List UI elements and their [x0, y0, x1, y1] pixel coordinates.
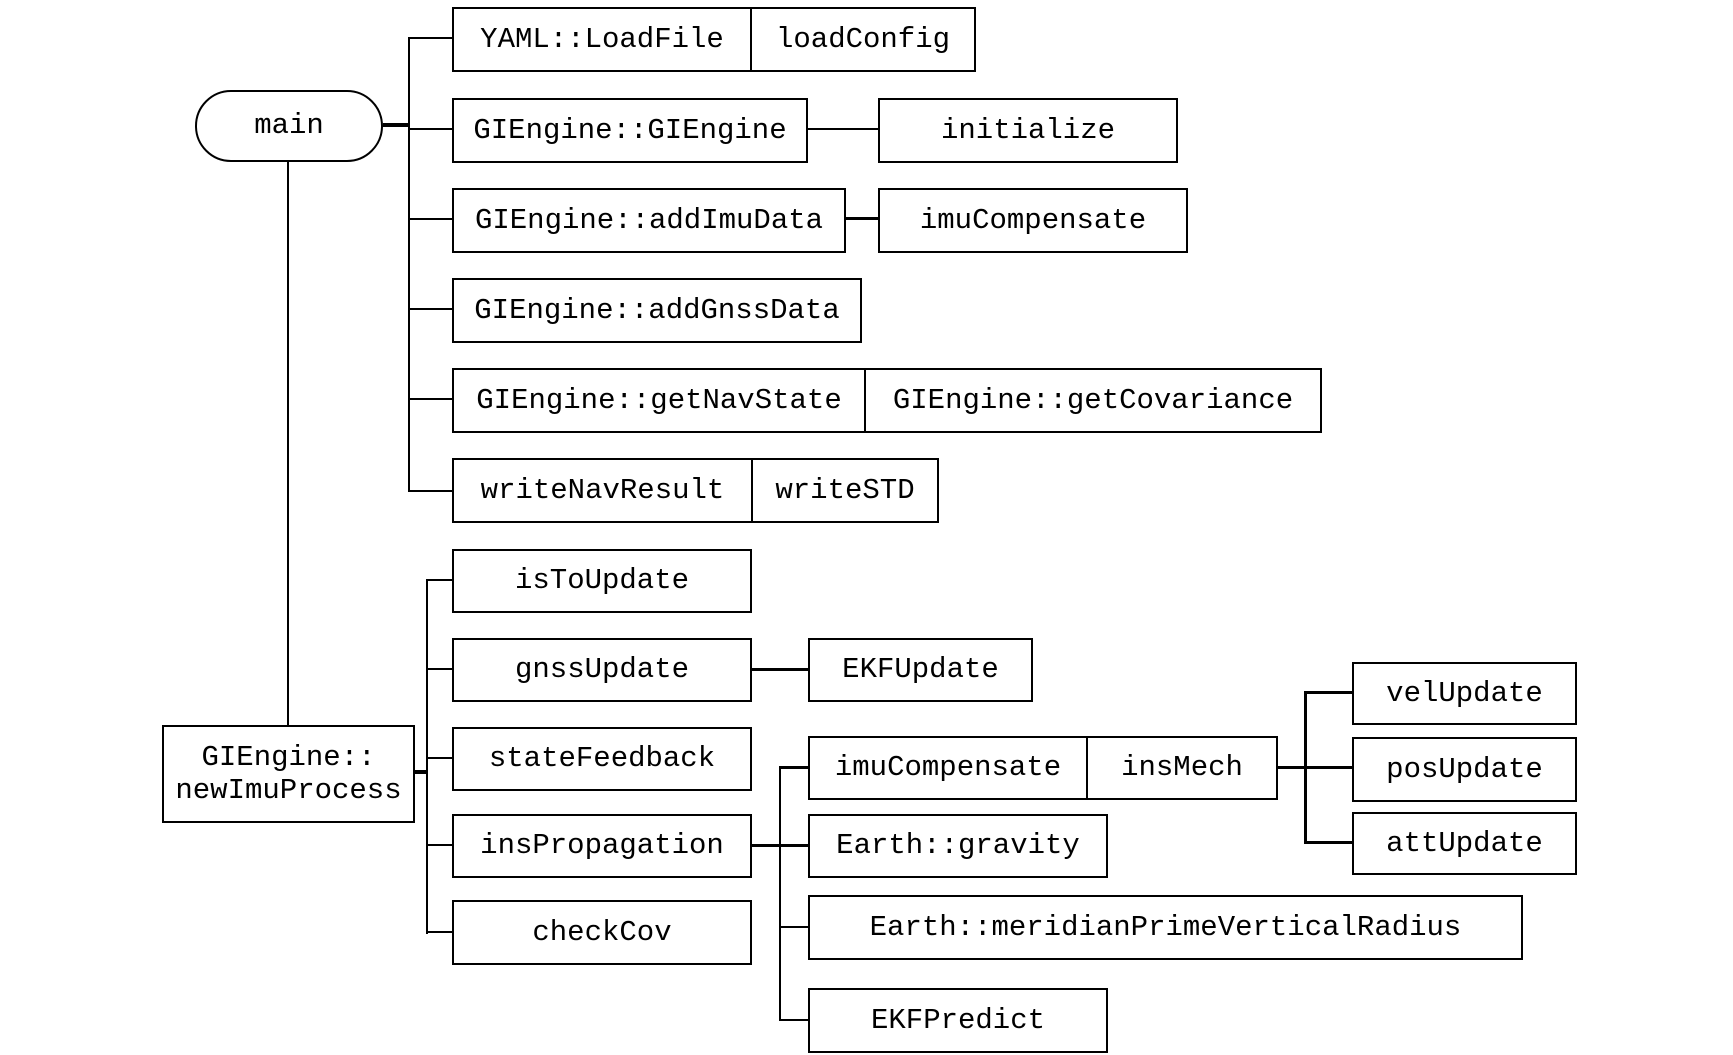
node-check-cov: checkCov: [452, 900, 752, 965]
connector-insprop-to-subspine: [752, 844, 810, 847]
node-add-gnss-data-label: GIEngine::addGnssData: [474, 293, 840, 327]
node-att-update: attUpdate: [1352, 812, 1577, 875]
connector-addimu-imucompensate: [844, 217, 880, 220]
node-write-std-label: writeSTD: [775, 473, 915, 507]
node-main: main: [195, 90, 383, 162]
connector-stub-attupdate: [1304, 841, 1352, 844]
node-gnss-update: gnssUpdate: [452, 638, 752, 702]
connector-stub-istoupdate: [426, 579, 452, 581]
node-write-nav-result-label: writeNavResult: [480, 473, 725, 507]
connector-stub-get-nav: [408, 398, 452, 400]
connector-ctor-initialize: [806, 128, 878, 130]
node-att-update-label: attUpdate: [1386, 826, 1543, 860]
node-ekf-update-label: EKFUpdate: [842, 653, 999, 687]
node-yaml-loadfile-label: YAML::LoadFile: [480, 22, 724, 56]
connector-main-to-spine: [383, 123, 410, 127]
connector-insprop-children-spine: [779, 767, 781, 1021]
node-add-gnss-data: GIEngine::addGnssData: [452, 278, 862, 343]
connector-stub-statefeedback: [426, 757, 452, 759]
node-imu-compensate-main: imuCompensate: [878, 188, 1188, 253]
node-get-covariance-label: GIEngine::getCovariance: [892, 383, 1294, 417]
node-get-nav-state: GIEngine::getNavState: [452, 368, 866, 433]
node-ekf-predict: EKFPredict: [808, 988, 1108, 1053]
node-giengine-constructor-label: GIEngine::GIEngine: [473, 113, 787, 147]
node-add-imu-data-label: GIEngine::addImuData: [474, 203, 824, 237]
node-new-imu-process: GIEngine:: newImuProcess: [162, 725, 415, 823]
node-get-nav-state-label: GIEngine::getNavState: [476, 383, 842, 417]
node-check-cov-label: checkCov: [532, 915, 672, 949]
node-state-feedback: stateFeedback: [452, 727, 752, 791]
node-ekf-update: EKFUpdate: [808, 638, 1033, 702]
connector-newimu-to-spine: [415, 770, 428, 774]
connector-stub-meridian: [779, 926, 808, 928]
node-imu-compensate-main-label: imuCompensate: [919, 203, 1147, 237]
connector-stub-inspropagation: [426, 844, 452, 846]
node-state-feedback-label: stateFeedback: [488, 742, 716, 776]
connector-stub-checkcov: [426, 931, 452, 933]
node-gnss-update-label: gnssUpdate: [514, 653, 690, 687]
connector-insmech-children-spine: [1304, 692, 1307, 843]
node-imu-compensate-ins-label: imuCompensate: [834, 751, 1062, 785]
node-write-std: writeSTD: [751, 458, 939, 523]
connector-stub-add-imu: [408, 218, 452, 220]
node-ins-propagation: insPropagation: [452, 814, 752, 878]
node-earth-meridian-label: Earth::meridianPrimeVerticalRadius: [869, 910, 1462, 944]
connector-gnss-ekfupdate: [752, 668, 808, 671]
node-giengine-constructor: GIEngine::GIEngine: [452, 98, 808, 163]
connector-stub-gnssupdate: [426, 668, 452, 670]
node-write-nav-result: writeNavResult: [452, 458, 753, 523]
node-pos-update: posUpdate: [1352, 737, 1577, 802]
node-vel-update-label: velUpdate: [1386, 676, 1543, 710]
node-initialize: initialize: [878, 98, 1178, 163]
node-load-config: loadConfig: [750, 7, 976, 72]
node-is-to-update-label: isToUpdate: [514, 564, 690, 598]
node-new-imu-process-label-line1: GIEngine::: [201, 740, 376, 774]
node-main-label: main: [254, 109, 324, 143]
connector-stub-add-gnss: [408, 308, 452, 310]
node-new-imu-process-label-line2: newImuProcess: [175, 774, 402, 807]
node-add-imu-data: GIEngine::addImuData: [452, 188, 846, 253]
connector-stub-yaml: [408, 37, 452, 39]
node-vel-update: velUpdate: [1352, 662, 1577, 725]
connector-stub-giengine-ctor: [408, 128, 452, 130]
node-ins-propagation-label: insPropagation: [480, 829, 724, 863]
node-yaml-loadfile: YAML::LoadFile: [452, 7, 752, 72]
connector-stub-velupdate: [1304, 691, 1352, 694]
connector-insmech-to-posupdate: [1278, 766, 1352, 769]
connector-stub-imucompensate-ins: [779, 766, 808, 769]
node-pos-update-label: posUpdate: [1386, 752, 1543, 786]
node-ins-mech: insMech: [1086, 736, 1278, 800]
connector-main-children-spine: [408, 38, 410, 492]
node-earth-gravity-label: Earth::gravity: [836, 829, 1080, 863]
node-ekf-predict-label: EKFPredict: [870, 1003, 1046, 1037]
node-get-covariance: GIEngine::getCovariance: [864, 368, 1322, 433]
node-earth-gravity: Earth::gravity: [808, 814, 1108, 878]
node-imu-compensate-ins: imuCompensate: [808, 736, 1088, 800]
node-earth-meridian: Earth::meridianPrimeVerticalRadius: [808, 895, 1523, 960]
connector-stub-write-nav: [408, 490, 452, 492]
node-ins-mech-label: insMech: [1121, 751, 1243, 785]
connector-main-down: [287, 162, 289, 725]
connector-stub-ekfpredict: [779, 1019, 808, 1021]
node-initialize-label: initialize: [940, 113, 1116, 147]
node-load-config-label: loadConfig: [775, 22, 951, 56]
node-is-to-update: isToUpdate: [452, 549, 752, 613]
